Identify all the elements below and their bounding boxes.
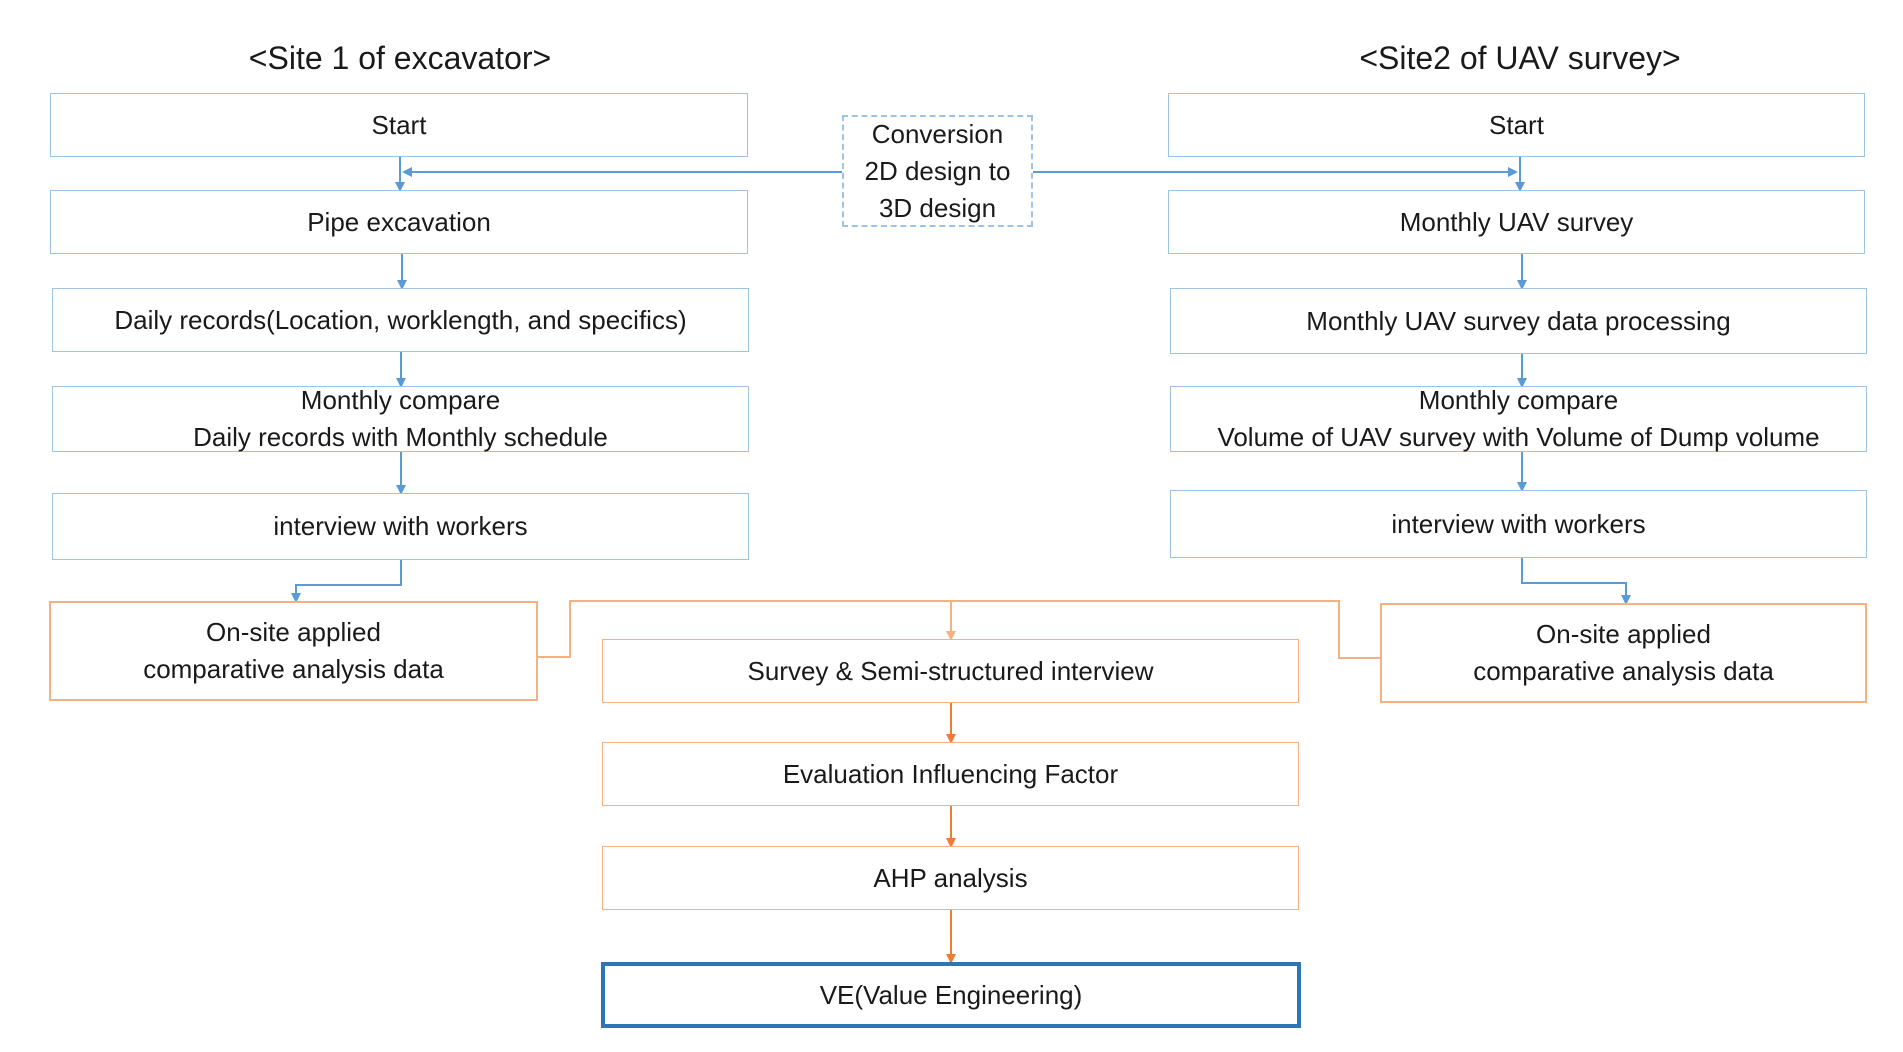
survey-interview-box: Survey & Semi-structured interview (602, 639, 1299, 703)
site1-start-box: Start (50, 93, 748, 157)
value-engineering-box: VE(Value Engineering) (601, 962, 1301, 1028)
site2-monthly-survey-box: Monthly UAV survey (1168, 190, 1865, 254)
site2-onsite-data-box: On-site applied comparative analysis dat… (1380, 603, 1867, 703)
link-onsite1-to-merge (538, 600, 1380, 659)
conversion-box: Conversion 2D design to 3D design (842, 115, 1033, 227)
site1-onsite-data-box: On-site applied comparative analysis dat… (49, 601, 538, 701)
arrow-s2-interview-onsite (1521, 558, 1631, 605)
arrow-s1-interview-onsite (291, 560, 402, 603)
site2-title: <Site2 of UAV survey> (1359, 40, 1681, 76)
site2-interview-box: interview with workers (1170, 490, 1867, 558)
site2-monthly-compare-box: Monthly compare Volume of UAV survey wit… (1170, 385, 1867, 452)
site1-title: <Site 1 of excavator> (248, 40, 552, 76)
site1-interview-box: interview with workers (52, 493, 749, 560)
ahp-analysis-box: AHP analysis (602, 846, 1299, 910)
site2-start-box: Start (1168, 93, 1865, 157)
evaluation-factor-box: Evaluation Influencing Factor (602, 742, 1299, 806)
site1-monthly-compare-box: Monthly compare Daily records with Month… (52, 385, 749, 452)
site2-data-processing-box: Monthly UAV survey data processing (1170, 288, 1867, 354)
site1-daily-records-box: Daily records(Location, worklength, and … (52, 288, 749, 352)
site1-pipe-excavation-box: Pipe excavation (50, 190, 748, 254)
